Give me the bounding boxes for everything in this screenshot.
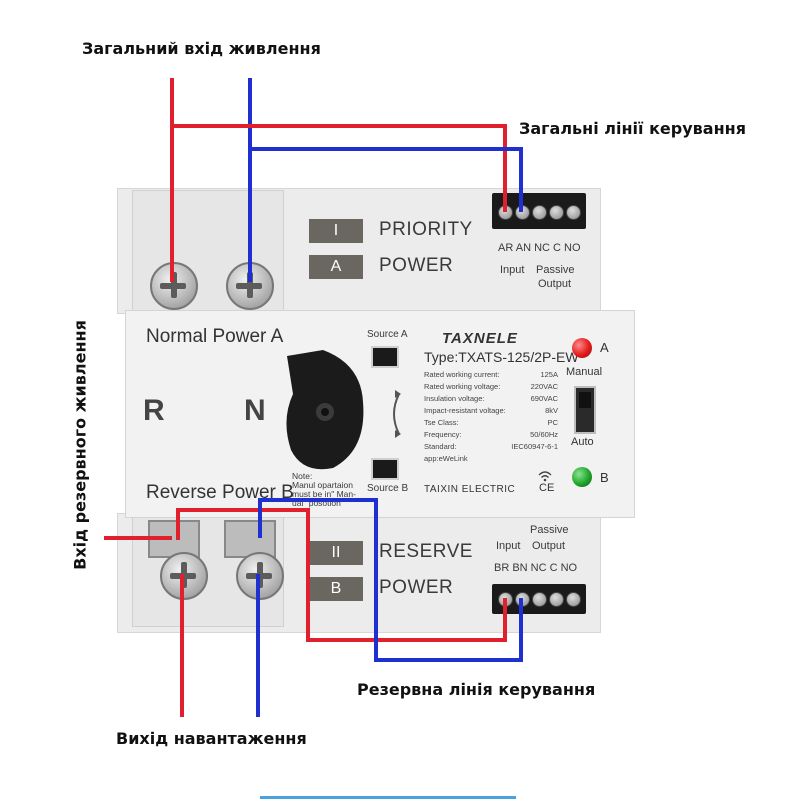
reserve-box: II	[309, 541, 363, 565]
load-neutral-wire	[256, 574, 260, 717]
bottom-terminal-labels: BR BN NC C NO	[494, 562, 578, 574]
reserve-neutral-bottom	[374, 658, 523, 662]
rotation-arrows-icon	[385, 388, 405, 440]
led-a-indicator	[572, 338, 592, 358]
reserve-control-annotation: Резервна лінія керування	[357, 680, 596, 699]
bottom-output-label: Output	[532, 540, 566, 552]
maker-label: TAIXIN ELECTRIC	[424, 484, 516, 495]
led-b-label: B	[600, 470, 609, 485]
main-neutral-control-v	[519, 147, 523, 212]
spec-row: Rated working voltage:220VAC	[424, 382, 558, 391]
terminal-screw-bottom-r	[160, 552, 208, 600]
wifi-icon	[538, 467, 552, 482]
manual-label: Manual	[566, 366, 603, 378]
power-a-box: A	[309, 255, 363, 279]
type-label: Type:TXATS-125/2P-EW	[424, 349, 579, 365]
power-a-text: POWER	[379, 255, 454, 276]
terminal-screw	[549, 592, 564, 607]
priority-text: PRIORITY	[379, 219, 473, 240]
main-control-annotation: Загальні лінії керування	[519, 119, 746, 138]
ce-mark: CE	[539, 482, 555, 494]
spec-row: Frequency:50/60Hz	[424, 430, 558, 439]
load-output-annotation: Вихід навантаження	[116, 729, 307, 748]
reserve-text: RESERVE	[379, 541, 473, 562]
main-live-control-v	[503, 124, 507, 212]
top-terminal-labels: AR AN NC C NO	[498, 242, 581, 254]
source-b-window	[371, 458, 399, 480]
bottom-accent-line	[260, 796, 516, 799]
power-b-text: POWER	[379, 577, 454, 598]
main-panel	[125, 310, 635, 518]
reserve-live-v2	[306, 508, 310, 642]
power-b-box: B	[309, 577, 363, 601]
terminal-screw	[532, 592, 547, 607]
terminal-screw	[532, 205, 547, 220]
reserve-live-term	[503, 598, 507, 642]
reverse-power-label: Reverse Power B	[146, 482, 294, 503]
main-live-wire	[170, 78, 174, 282]
main-neutral-wire	[248, 78, 252, 282]
reserve-neutral-term	[519, 598, 523, 662]
source-a-window	[371, 346, 399, 368]
reserve-live-v1	[176, 510, 180, 540]
spec-row: Standard:IEC60947-6-1	[424, 442, 558, 451]
spec-row: Impact-resistant voltage:8kV	[424, 406, 558, 415]
terminal-screw	[566, 592, 581, 607]
reserve-live-bottom	[306, 638, 507, 642]
reserve-input-wire	[104, 536, 172, 540]
source-a-label: Source A	[367, 329, 408, 340]
top-passive-label: Passive	[536, 264, 575, 276]
brand-logo: TAXNELE	[442, 330, 518, 347]
n-label: N	[244, 394, 266, 427]
load-live-wire	[180, 574, 184, 717]
led-b-indicator	[572, 467, 592, 487]
terminal-screw-top-n	[226, 262, 274, 310]
terminal-screw	[566, 205, 581, 220]
r-label: R	[143, 394, 165, 427]
rotary-handle[interactable]	[283, 350, 367, 472]
terminal-screw	[549, 205, 564, 220]
spec-row: Rated working current:125A	[424, 370, 558, 379]
spec-row: Tse Class:PC	[424, 418, 558, 427]
terminal-screw-top-r	[150, 262, 198, 310]
reserve-neutral-v2	[374, 498, 378, 662]
main-neutral-control-h	[248, 147, 523, 151]
terminal-screw-bottom-n	[236, 552, 284, 600]
bottom-input-label: Input	[496, 540, 521, 552]
led-a-label: A	[600, 340, 609, 355]
reserve-neutral-h	[258, 498, 378, 502]
reserve-neutral-v1	[258, 498, 262, 538]
spec-row: app:eWeLink	[424, 454, 468, 463]
normal-power-label: Normal Power A	[146, 326, 284, 347]
spec-row: Insulation voltage:690VAC	[424, 394, 558, 403]
terminal-clamp-bottom-n	[224, 520, 276, 558]
main-live-control-h	[170, 124, 507, 128]
priority-box: I	[309, 219, 363, 243]
spec-list: Rated working current:125A Rated working…	[424, 370, 558, 466]
bottom-passive-label: Passive	[530, 524, 569, 536]
auto-label: Auto	[571, 436, 594, 448]
source-b-label: Source B	[367, 483, 409, 494]
reserve-input-annotation: Вхід резервного живлення	[70, 320, 90, 570]
reserve-live-h	[176, 508, 310, 512]
note-text: Note: Manul opartaion must be in" Man- u…	[292, 471, 356, 508]
top-input-label: Input	[500, 264, 525, 276]
manual-auto-switch[interactable]	[574, 386, 596, 434]
switch-lever	[579, 392, 591, 408]
top-output-label: Output	[538, 278, 572, 290]
main-input-annotation: Загальний вхід живлення	[82, 39, 321, 58]
